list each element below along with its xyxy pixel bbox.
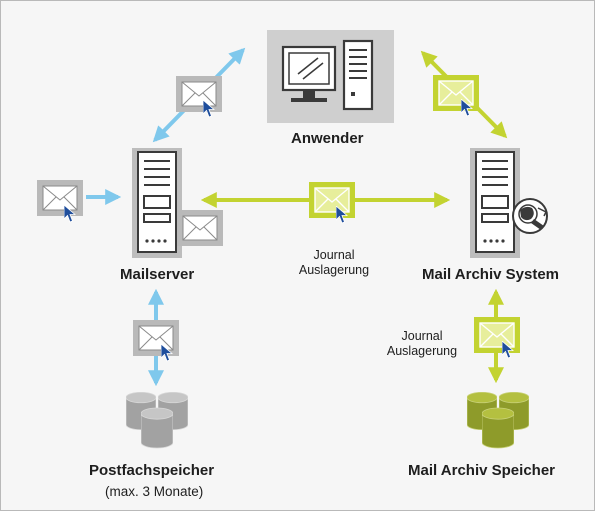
user-label: Anwender (291, 130, 364, 147)
archive-storage-icon (467, 392, 529, 449)
archive-user-envelope-icon (433, 75, 479, 111)
archive-journal-export-line1: Journal (401, 329, 443, 343)
mailserver-label: Mailserver (120, 266, 195, 283)
journal-export-line2: Auslagerung (298, 263, 370, 277)
storage-mail-envelope-icon (133, 320, 179, 356)
mailbox-storage-label: Postfachspeicher (89, 462, 215, 479)
journal-export-line1: Journal (313, 248, 355, 262)
archive-journal-export-line2: Auslagerung (386, 344, 458, 358)
mailserver-envelope-icon (177, 210, 223, 246)
journal-export-label: Journal Auslagerung (292, 248, 376, 278)
mailbox-storage-sublabel: (max. 3 Monate) (105, 484, 204, 499)
user-mail-envelope-icon (176, 76, 222, 112)
archive-storage-label: Mail Archiv Speicher (408, 462, 555, 479)
archive-storage-envelope-icon (474, 317, 520, 353)
mailbox-storage-icon (126, 392, 188, 449)
mailserver-icon (132, 148, 182, 258)
archive-system-label: Mail Archiv System (422, 266, 559, 283)
journal-envelope-icon (309, 182, 355, 218)
incoming-mail-envelope-icon (37, 180, 83, 216)
archive-system-server-icon (470, 148, 520, 258)
archive-journal-export-label: Journal Auslagerung (380, 329, 464, 359)
archive-globe-icon (512, 198, 548, 234)
user-workstation-icon (267, 30, 394, 123)
